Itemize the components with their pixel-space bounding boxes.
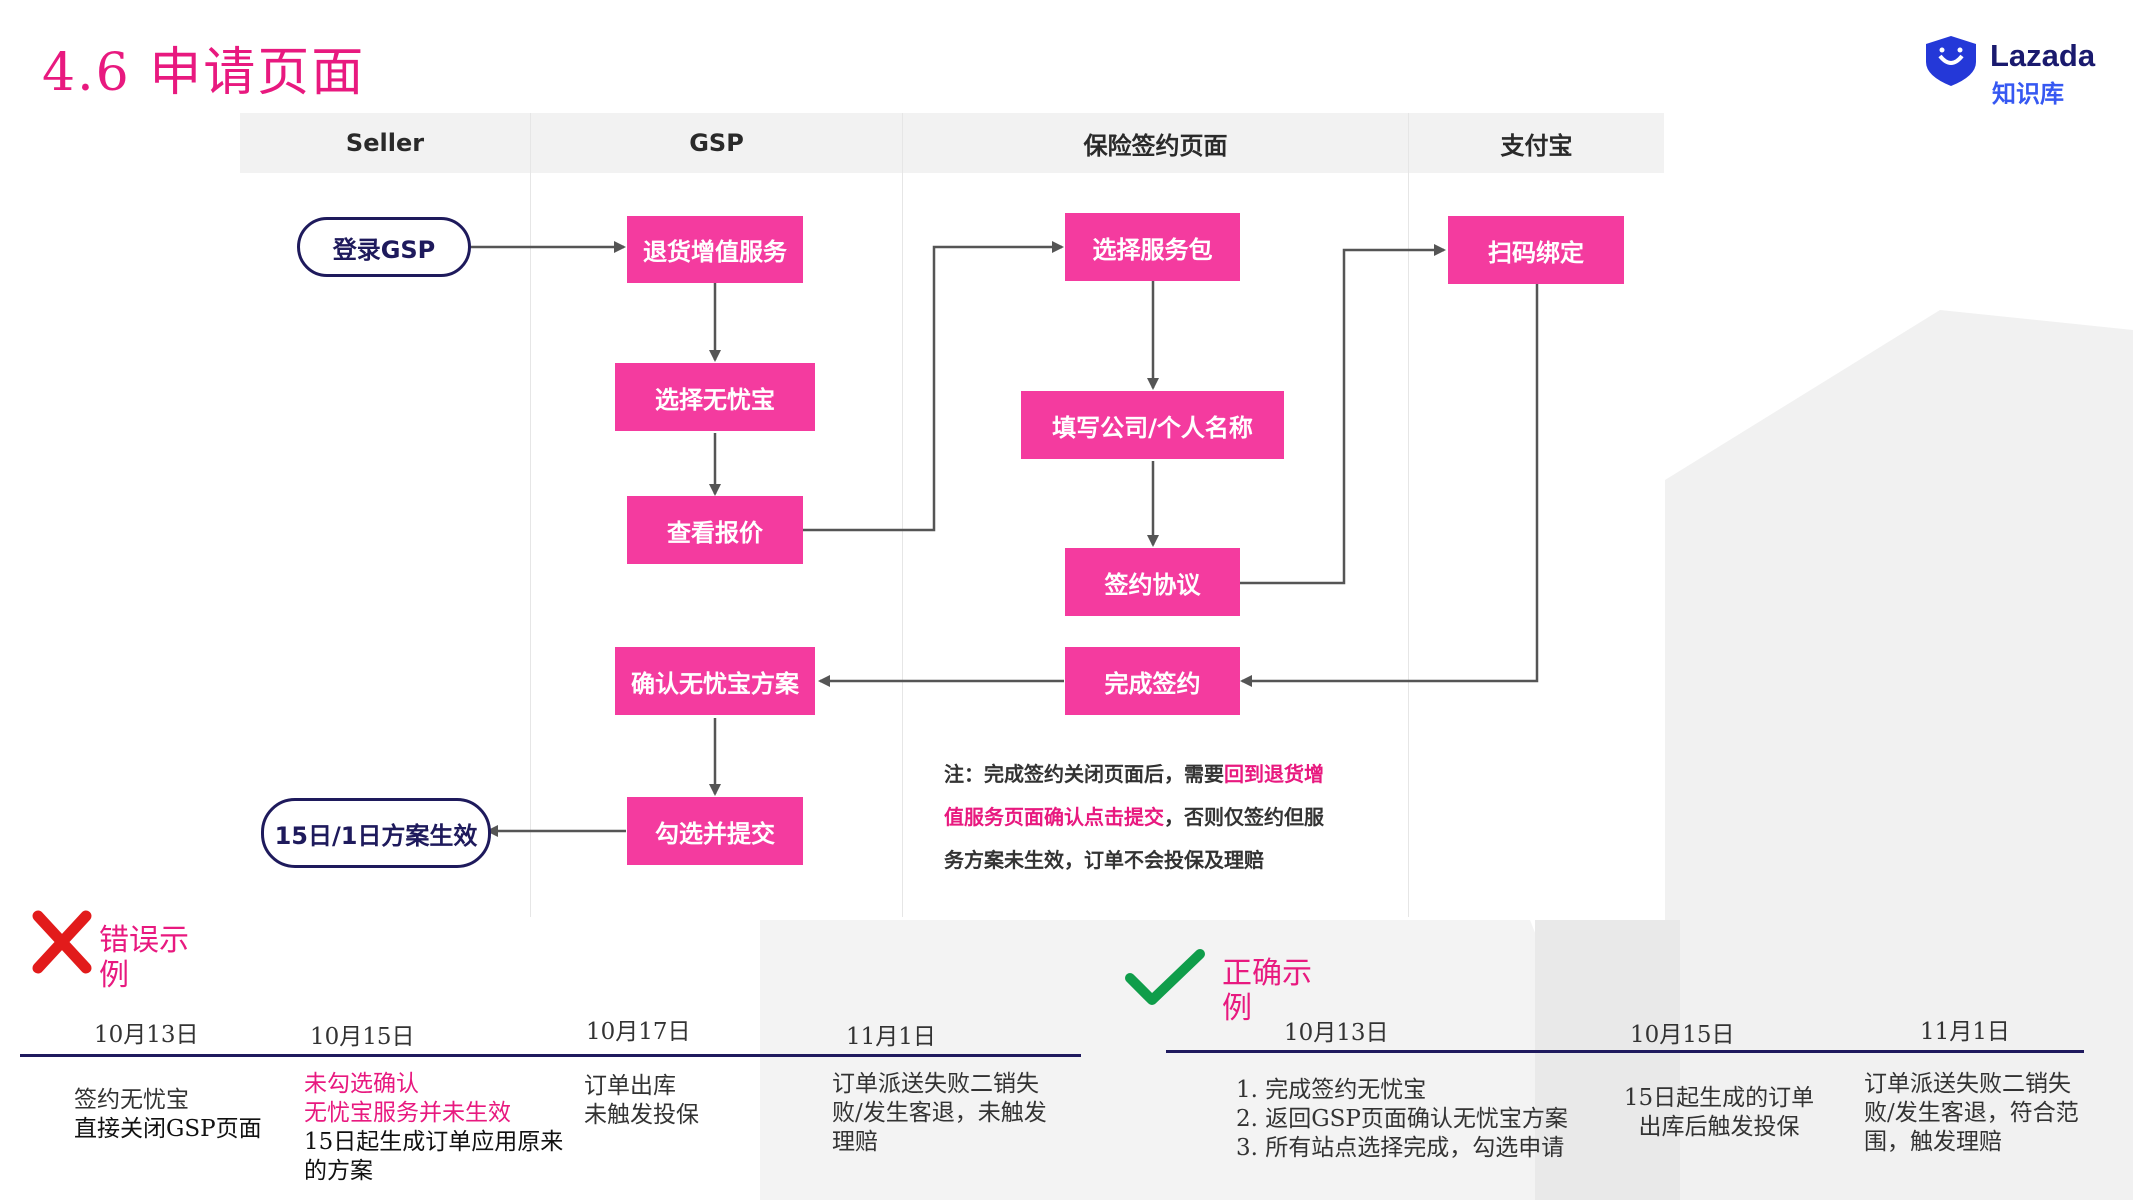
page-title: 4.6 申请页面 [42,43,366,103]
lane-divider [530,113,531,917]
lazada-heart-icon [1926,36,1976,86]
note-text-1: 注：完成签约关闭页面后，需要 [944,762,1224,786]
timeline-axis [20,1054,1081,1057]
lane-header-gsp: GSP [531,113,902,173]
wrong-step-1-line-a: 签约无忧宝 [74,1087,189,1113]
check-icon [1125,949,1205,1005]
flow-note: 注：完成签约关闭页面后，需要回到退货增值服务页面确认点击提交，否则仅签约但服务方… [944,753,1334,882]
flow-arrows [470,241,1539,837]
node-complete-sign: 完成签约 [1065,647,1240,715]
correct-example-label: 正确示例 [1222,956,1312,1026]
wrong-step-2: 未勾选确认 无忧宝服务并未生效 15日起生成订单应用原来的方案 [304,1070,564,1186]
correct-step-2: 2. 返回GSP页面确认无忧宝方案 [1236,1106,1568,1132]
wrong-step-2-line-b: 无忧宝服务并未生效 [304,1100,511,1126]
swimlane-flowchart: Seller GSP 保险签约页面 支付宝 登录GSP 退货增值服务 选择无忧宝… [240,113,1664,917]
timeline-date: 10月13日 [94,1022,199,1048]
timeline-date: 10月15日 [310,1024,415,1050]
lane-divider [902,113,903,917]
wrong-step-4: 订单派送失败二销失败/发生客退，未触发理赔 [832,1071,1047,1155]
correct-step-trigger-insure: 15日起生成的订单 出库后触发投保 [1623,1085,1815,1140]
lane-header-seller: Seller [240,113,530,173]
correct-steps: 1. 完成签约无忧宝 2. 返回GSP页面确认无忧宝方案 3. 所有站点选择完成… [1236,1076,1616,1163]
lane-divider [1408,113,1409,917]
end-terminal: 15日/1日方案生效 [261,798,491,868]
wrong-step-3: 订单出库 未触发投保 [584,1073,699,1128]
wrong-step-2-line-c: 15日起生成订单应用原来的方案 [304,1129,564,1184]
node-scan-bind: 扫码绑定 [1448,216,1624,284]
node-return-goods-service: 退货增值服务 [627,216,803,283]
lane-header-alipay: 支付宝 [1409,113,1664,173]
lane-header-insurance-page: 保险签约页面 [903,113,1408,173]
timeline-date: 11月1日 [846,1024,936,1050]
node-choose-wuyoubao: 选择无忧宝 [615,363,815,431]
timeline-date: 10月15日 [1630,1022,1735,1048]
lazada-logo: Lazada 知识库 [1922,34,2102,108]
timeline-axis [1166,1050,2084,1053]
note-text-highlight: 回到退货增值服务页面确认点击提交 [944,762,1324,829]
node-sign-agreement: 签约协议 [1065,548,1240,616]
correct-step-3: 3. 所有站点选择完成，勾选申请 [1236,1135,1565,1161]
correct-step-1: 1. 完成签约无忧宝 [1236,1077,1427,1103]
timeline-date: 11月1日 [1920,1019,2010,1045]
timeline-date: 10月17日 [586,1019,691,1045]
cross-icon [32,910,92,974]
note-text-2: ，否则仅签约但服务方案未生效，订单不会投保及理赔 [944,805,1324,872]
node-view-quote: 查看报价 [627,496,803,564]
wrong-step-2-line-a: 未勾选确认 [304,1071,419,1097]
wrong-example-label: 错误示例 [99,923,189,993]
logo-wordmark: Lazada [1990,38,2096,73]
timeline-date: 10月13日 [1284,1020,1389,1046]
wrong-step-1: 签约无忧宝 直接关闭GSP页面 [74,1086,274,1144]
node-tick-submit: 勾选并提交 [627,797,803,865]
correct-step-trigger-claim: 订单派送失败二销失败/发生客退，符合范围，触发理赔 [1864,1071,2079,1155]
node-choose-package: 选择服务包 [1065,213,1240,281]
node-fill-name: 填写公司/个人名称 [1021,391,1284,459]
start-terminal: 登录GSP [297,217,471,277]
wrong-step-1-line-b: 直接关闭GSP页面 [74,1116,262,1142]
node-confirm-plan: 确认无忧宝方案 [615,647,815,715]
logo-subtitle: 知识库 [1992,80,2064,108]
